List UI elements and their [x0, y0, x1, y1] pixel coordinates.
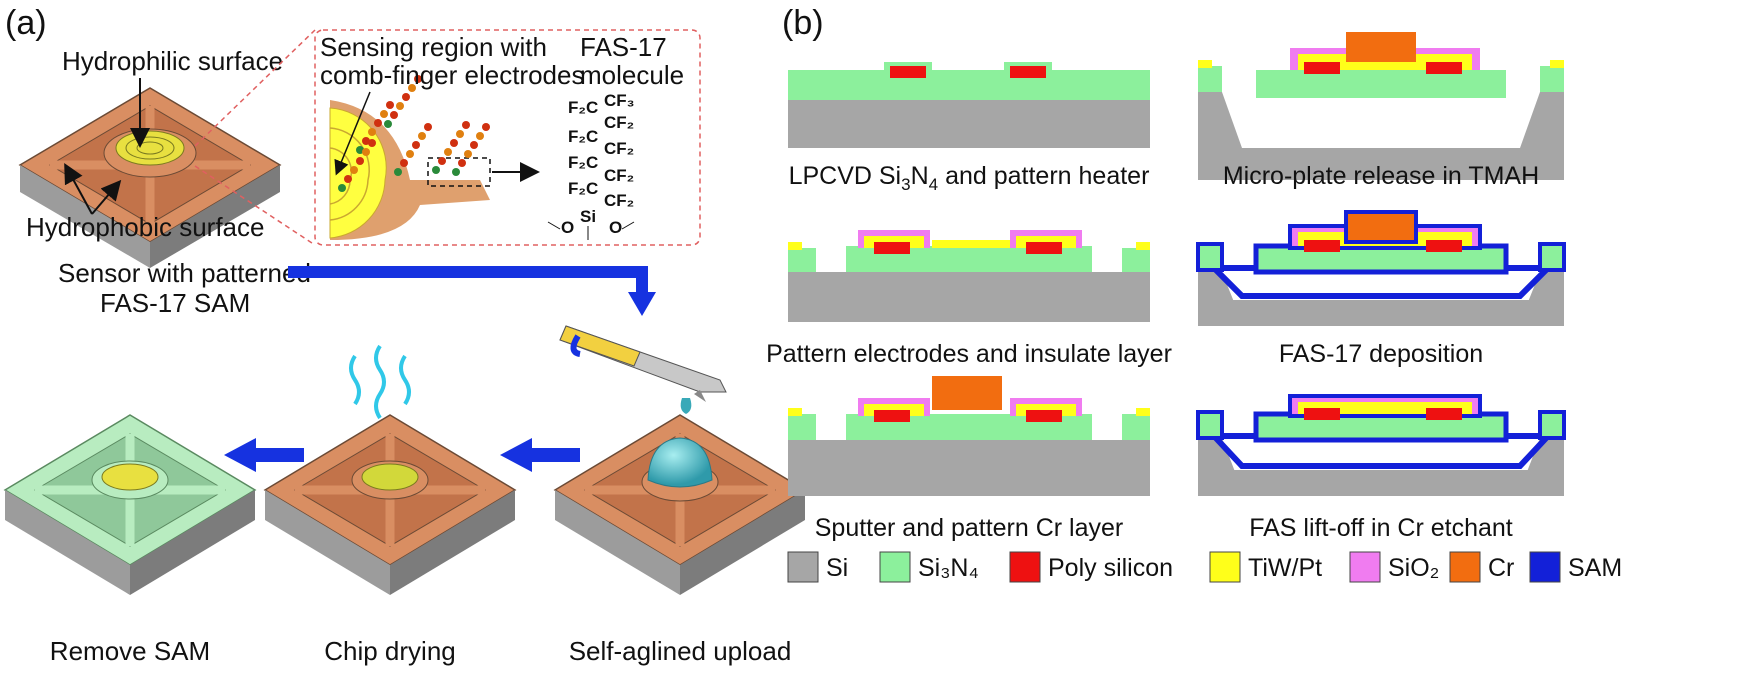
chip-drying: [263, 414, 517, 595]
legend-swatch-4: [1349, 551, 1381, 583]
molecule-dot: [402, 93, 410, 101]
process-step-3: [788, 230, 1150, 322]
inset-label-line1: Sensing region with: [320, 32, 547, 62]
panel-b-label: (b): [782, 4, 824, 42]
molecule-dot: [368, 139, 376, 147]
pipette-icon: [559, 325, 727, 414]
molecule-dot: [462, 121, 470, 129]
molecule-dot: [432, 166, 440, 174]
molecule-dot: [350, 166, 358, 174]
steam-icon: [349, 344, 411, 420]
molecule-dot: [356, 157, 364, 165]
molecule-label-line2: molecule: [580, 60, 684, 90]
molecule-dot: [452, 168, 460, 176]
molecule-dot: [386, 101, 394, 109]
legend-swatch-0: [787, 551, 819, 583]
molecule-dot: [394, 168, 402, 176]
flow-arrow-upload-to-drying: [500, 438, 580, 472]
molecule-dot: [380, 110, 388, 118]
legend-swatch-6: [1529, 551, 1561, 583]
molecule-dot: [464, 150, 472, 158]
molecule-dot: [424, 123, 432, 131]
legend-swatch-5: [1449, 551, 1481, 583]
process-step-4: [1196, 210, 1566, 326]
molecule-label-line1: FAS-17: [580, 32, 667, 62]
molecule-dot: [438, 157, 446, 165]
flow-arrow-to-upload: [288, 266, 656, 316]
legend-swatch-3: [1209, 551, 1241, 583]
fas17-structure: F₂C CF₃ CF₂ F₂C CF₂ F₂C CF₂ F₂C CF₂ Si O…: [547, 91, 635, 240]
molecule-dot: [412, 141, 420, 149]
legend-label-1: Si₃N₄: [918, 554, 979, 582]
step-remove-sam: Remove SAM: [50, 636, 210, 666]
legend-label-3: TiW/Pt: [1248, 554, 1322, 582]
molecule-dot: [344, 175, 352, 183]
formula-cf2-3: CF₂: [604, 166, 634, 185]
molecule-dot: [408, 84, 416, 92]
hydrophobic-label: Hydrophobic surface: [26, 212, 264, 242]
molecule-dot: [414, 75, 422, 83]
legend-label-0: Si: [826, 554, 848, 582]
step-chip-drying: Chip drying: [324, 636, 456, 666]
sensor-caption-line1: Sensor with patterned: [58, 258, 311, 288]
formula-cf2-2: CF₂: [604, 139, 634, 158]
sensor-caption-line2: FAS-17 SAM: [100, 288, 250, 318]
formula-cf2-4: CF₂: [604, 191, 634, 210]
step-3-caption: Pattern electrodes and insulate layer: [766, 340, 1172, 368]
molecule-dot: [384, 120, 392, 128]
legend-label-4: SiO₂: [1388, 554, 1439, 582]
formula-f2c-4: F₂C: [568, 179, 598, 198]
legend-label-5: Cr: [1488, 554, 1514, 582]
molecule-dot: [482, 123, 490, 131]
formula-cf2-1: CF₂: [604, 113, 634, 132]
molecule-dot: [450, 139, 458, 147]
molecule-dot: [470, 141, 478, 149]
formula-o-left: O: [561, 218, 574, 237]
molecule-dot: [374, 119, 382, 127]
process-step-6: [1196, 394, 1566, 496]
molecule-dot: [406, 150, 414, 158]
sensing-region-inset: [314, 29, 701, 246]
process-step-1: [788, 62, 1150, 148]
formula-o-right: O: [609, 218, 622, 237]
molecule-dot: [368, 128, 376, 136]
step-upload: Self-aglined upload: [569, 636, 792, 666]
chip-remove-sam: [3, 414, 257, 595]
molecule-dot: [456, 130, 464, 138]
molecule-dot: [390, 111, 398, 119]
legend-swatch-1: [879, 551, 911, 583]
formula-f2c-2: F₂C: [568, 127, 598, 146]
molecule-dot: [362, 148, 370, 156]
molecule-dot: [400, 159, 408, 167]
step-1-caption: LPCVD Si3N4 and pattern heater: [789, 162, 1150, 194]
formula-si: Si: [580, 207, 596, 226]
material-legend: Si Si₃N₄ Poly silicon TiW/Pt SiO₂ Cr SAM: [787, 551, 1622, 583]
molecule-dot: [338, 184, 346, 192]
step-2-caption: Micro-plate release in TMAH: [1223, 162, 1539, 190]
molecule-dot: [476, 132, 484, 140]
molecule-dot: [418, 132, 426, 140]
molecule-dot: [396, 102, 404, 110]
legend-label-2: Poly silicon: [1048, 554, 1173, 582]
formula-f2c-1: F₂C: [568, 98, 598, 117]
step-5-caption: Sputter and pattern Cr layer: [815, 514, 1124, 542]
molecule-dot: [458, 159, 466, 167]
legend-swatch-2: [1009, 551, 1041, 583]
flow-arrow-drying-to-remove: [224, 438, 304, 472]
formula-f2c-3: F₂C: [568, 153, 598, 172]
molecule-dot: [444, 148, 452, 156]
process-step-5: [788, 376, 1150, 496]
legend-label-6: SAM: [1568, 554, 1622, 582]
process-step-2: [1198, 32, 1564, 180]
formula-cf3: CF₃: [604, 91, 635, 110]
step-6-caption: FAS lift-off in Cr etchant: [1249, 514, 1513, 542]
panel-a-label: (a): [5, 4, 47, 42]
step-4-caption: FAS-17 deposition: [1279, 340, 1483, 368]
inset-label-line2: comb-finger electrodes: [320, 60, 584, 90]
chip-upload: [553, 414, 807, 595]
hydrophilic-label: Hydrophilic surface: [62, 46, 283, 76]
